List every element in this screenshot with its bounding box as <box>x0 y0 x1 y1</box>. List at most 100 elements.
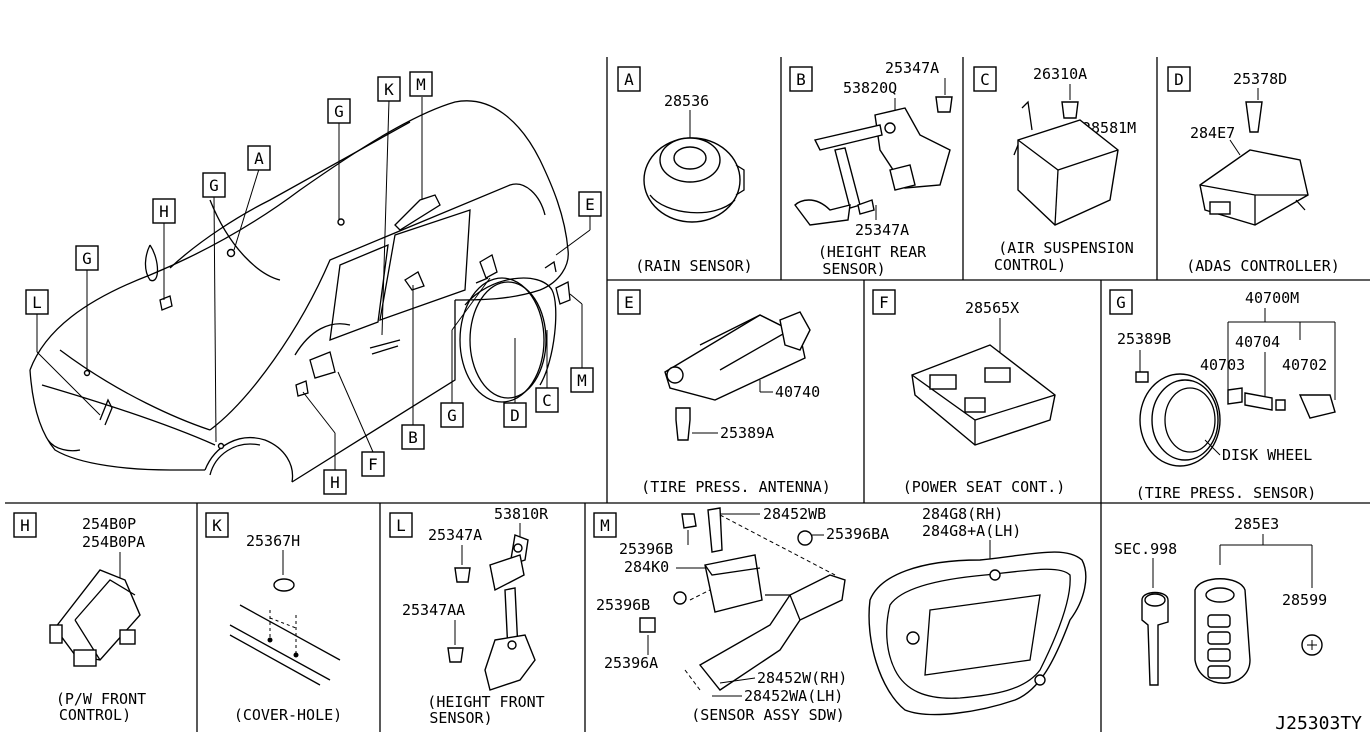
adas-controller-part <box>1199 149 1309 226</box>
sdw-bracket <box>698 574 846 691</box>
part-number: 25396BA <box>826 525 889 543</box>
part-number: 284G8+A(LH) <box>922 522 1021 540</box>
panel-caption: SENSOR) <box>429 709 492 727</box>
callout-letter: H <box>330 473 340 492</box>
callout-g-roof: G <box>327 98 351 124</box>
tire-antenna-part <box>664 311 811 401</box>
part-number: 284K0 <box>624 558 669 576</box>
part-number: 25347A <box>428 526 482 544</box>
callout-a: A <box>247 145 271 171</box>
panel-caption: SENSOR) <box>822 260 885 278</box>
callout-k: K <box>377 76 401 102</box>
panel-caption: (TIRE PRESS. SENSOR) <box>1136 484 1317 502</box>
panel-caption: (RAIN SENSOR) <box>635 257 752 275</box>
spare-wheel <box>459 277 557 403</box>
callout-letter: B <box>408 428 418 447</box>
part-number: 25367H <box>246 532 300 550</box>
part-number: 285E3 <box>1234 515 1279 533</box>
callout-letter: K <box>384 80 394 99</box>
part-number: 25347A <box>885 59 939 77</box>
callout-letter: G <box>447 406 457 425</box>
panel-caption: (TIRE PRESS. ANTENNA) <box>641 478 831 496</box>
callout-g-hood: G <box>75 245 99 271</box>
part-number: 28452W(RH) <box>757 669 847 687</box>
callout-letter: E <box>585 195 595 214</box>
panel-a-rain-sensor: A 28536 (RAIN SENSOR) <box>617 66 753 275</box>
cover-hole-plug <box>273 578 295 592</box>
panel-letter: E <box>624 293 634 312</box>
part-number: 254B0PA <box>82 533 145 551</box>
mechanical-key-part <box>1141 591 1169 686</box>
panel-f-power-seat-cont: F 28565X (POWER SEAT CONT.) <box>872 289 1065 496</box>
panel-letter: H <box>20 516 30 535</box>
panel-caption: (P/W FRONT <box>56 690 146 708</box>
callout-h-mirror: H <box>152 198 176 224</box>
part-number: 28452WB <box>763 505 826 523</box>
panel-letter: L <box>396 516 406 535</box>
callout-letter: G <box>82 249 92 268</box>
part-number: 28599 <box>1282 591 1327 609</box>
callout-m-rear: M <box>570 367 594 393</box>
part-number: 25396A <box>604 654 658 672</box>
panel-caption: CONTROL) <box>994 256 1066 274</box>
disk-wheel-part <box>1139 373 1221 467</box>
power-seat-module <box>911 344 1056 446</box>
panel-letter: A <box>624 70 634 89</box>
diagram-id: J25303TY <box>1275 713 1362 734</box>
part-number: 40740 <box>775 383 820 401</box>
panel-letter: C <box>980 70 990 89</box>
callout-f: F <box>361 451 385 477</box>
panel-c-air-suspension-control: C 26310A 28581M (AIR SUSPENSION CONTROL) <box>973 65 1136 274</box>
part-number: 284G8(RH) <box>922 505 1003 523</box>
panel-caption: (AIR SUSPENSION <box>998 239 1133 257</box>
part-number: 53820Q <box>843 79 897 97</box>
part-number: 53810R <box>494 505 549 523</box>
part-number: 40703 <box>1200 356 1245 374</box>
panel-caption: (HEIGHT FRONT <box>427 693 544 711</box>
part-number: 40702 <box>1282 356 1327 374</box>
part-number: 25347A <box>855 221 909 239</box>
panel-caption: CONTROL) <box>59 706 131 724</box>
part-number: 25389B <box>1117 330 1171 348</box>
height-sensor-rear-part <box>794 107 951 226</box>
panel-caption: (SENSOR ASSY SDW) <box>691 706 845 724</box>
panel-letter: M <box>600 516 610 535</box>
callout-g-wheel: G <box>440 402 464 428</box>
panel-l-height-front-sensor: L 53810R 25347A 25347AA (HEIGHT FRONT SE… <box>389 505 549 727</box>
callout-letter: H <box>159 202 169 221</box>
panel-k-cover-hole: K 25367H (COVER-HOLE) <box>205 512 342 724</box>
panel-m-sensor-assy-sdw: M 28452WB 25396B 25396BA 284K0 25396B 25… <box>593 505 1087 724</box>
part-number: 28565X <box>965 299 1019 317</box>
callout-m-top: M <box>409 71 433 97</box>
panel-caption: (COVER-HOLE) <box>234 706 342 724</box>
callout-b: B <box>401 424 425 450</box>
callout-letter: D <box>510 406 520 425</box>
vehicle-body-outline <box>29 100 569 483</box>
part-number: 40700M <box>1245 289 1299 307</box>
sdw-cover-part <box>868 551 1087 716</box>
part-number: 40704 <box>1235 333 1280 351</box>
vehicle-overview: M K G A G H G L E M C D G B F H <box>25 71 602 495</box>
panel-letter: B <box>796 70 806 89</box>
part-number: 284E7 <box>1190 124 1235 142</box>
rain-sensor-part <box>643 137 745 223</box>
callout-boxes: M K G A G H G L E M C D G B F H <box>25 71 602 495</box>
part-number: 28536 <box>664 92 709 110</box>
panel-h-pw-front-control: H 254B0P 254B0PA (P/W FRONT CONTROL) <box>13 512 146 724</box>
pw-front-control-part <box>49 569 141 667</box>
callout-g-pillar: G <box>202 172 226 198</box>
part-number: 25389A <box>720 424 774 442</box>
panel-letter: D <box>1174 70 1184 89</box>
part-number: 25396B <box>596 596 650 614</box>
callout-e: E <box>578 191 602 217</box>
callout-letter: L <box>32 293 42 312</box>
panel-letter: G <box>1116 293 1126 312</box>
panel-grid <box>5 57 1370 732</box>
vehicle-components <box>83 194 571 450</box>
callout-letter: F <box>368 455 378 474</box>
disk-wheel-label: DISK WHEEL <box>1222 446 1312 464</box>
callout-letter: C <box>542 391 552 410</box>
part-number: 28452WA(LH) <box>744 687 843 705</box>
part-number: 25396B <box>619 540 673 558</box>
